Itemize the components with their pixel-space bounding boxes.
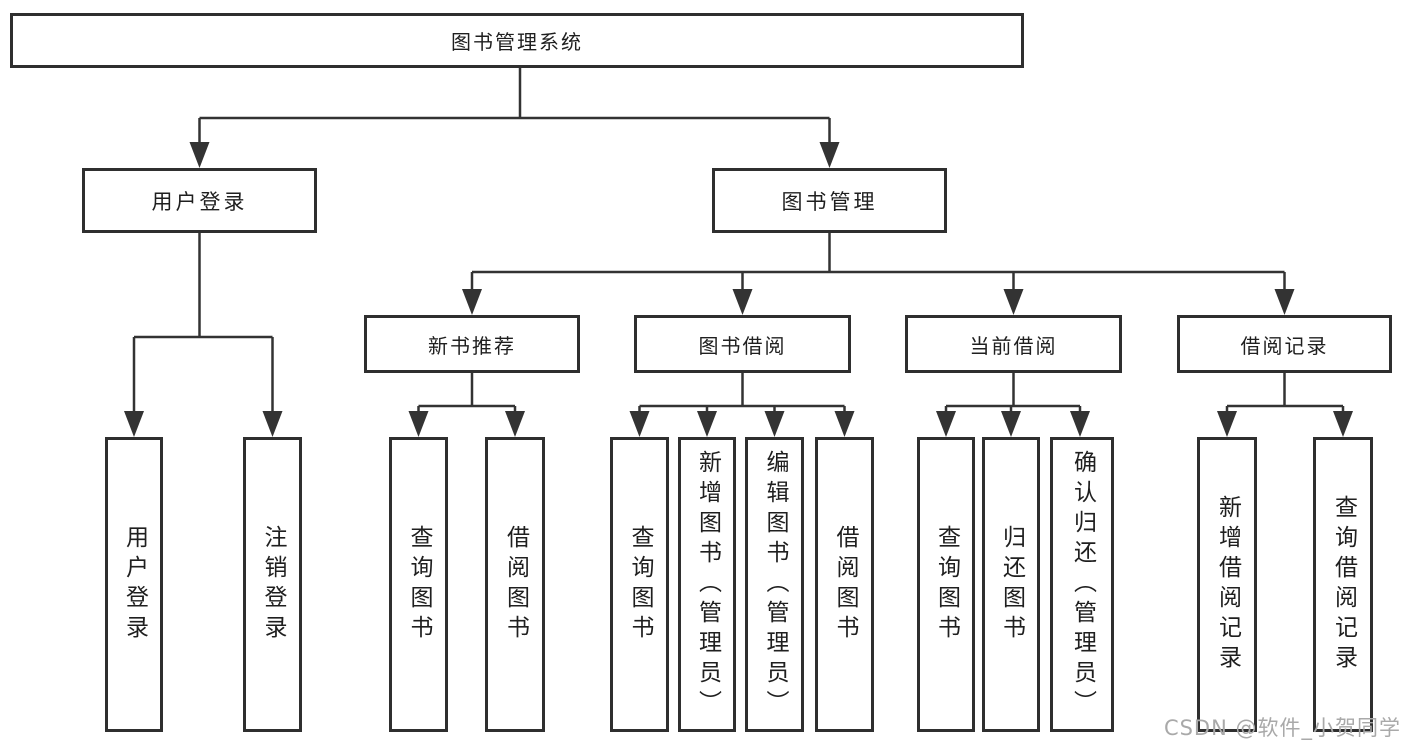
leaf-confirm-return-admin: 确认归还（管理员）: [1050, 437, 1114, 732]
node-library-management-system: 图书管理系统: [10, 13, 1024, 68]
arrow-down-icon: [462, 289, 482, 315]
arrow-down-icon: [1333, 411, 1353, 437]
leaf-logout: 注销登录: [243, 437, 302, 732]
leaf-query-books-recommend: 查询图书: [389, 437, 448, 732]
arrow-down-icon: [1070, 411, 1090, 437]
arrow-down-icon: [505, 411, 525, 437]
arrow-down-icon: [124, 411, 144, 437]
arrow-down-icon: [834, 411, 855, 437]
leaf-query-borrow-record: 查询借阅记录: [1313, 437, 1373, 732]
leaf-add-borrow-record: 新增借阅记录: [1197, 437, 1257, 732]
node-book-borrowing: 图书借阅: [634, 315, 851, 373]
arrow-down-icon: [697, 411, 717, 437]
arrow-down-icon: [819, 142, 840, 168]
arrow-down-icon: [189, 142, 210, 168]
edge-borrow-records-to-leaves: [1225, 373, 1345, 418]
edge-root-to-level2: [198, 67, 831, 148]
arrow-down-icon: [262, 411, 283, 437]
leaf-borrow-books-recommend: 借阅图书: [485, 437, 545, 732]
arrowheads: [124, 142, 1353, 437]
edge-book-management-to-sections: [470, 233, 1286, 296]
leaf-query-books-current: 查询图书: [917, 437, 975, 732]
leaf-user-login: 用户登录: [105, 437, 163, 732]
leaf-edit-books-admin: 编辑图书（管理员）: [745, 437, 804, 732]
arrow-down-icon: [732, 289, 753, 315]
arrow-down-icon: [1217, 411, 1237, 437]
arrow-down-icon: [936, 411, 956, 437]
edge-new-books-to-leaves: [417, 373, 517, 418]
leaf-query-books-borrow: 查询图书: [610, 437, 669, 732]
node-current-borrowing: 当前借阅: [905, 315, 1122, 373]
leaf-add-books-admin: 新增图书（管理员）: [678, 437, 736, 732]
arrow-down-icon: [1001, 411, 1021, 437]
edge-book-borrow-to-leaves: [638, 373, 846, 418]
node-book-management: 图书管理: [712, 168, 947, 233]
arrow-down-icon: [1003, 289, 1024, 315]
arrow-down-icon: [629, 411, 650, 437]
arrow-down-icon: [408, 411, 429, 437]
leaf-return-books: 归还图书: [982, 437, 1040, 732]
node-new-book-recommend: 新书推荐: [364, 315, 580, 373]
arrow-down-icon: [764, 411, 785, 437]
leaf-borrow-books: 借阅图书: [815, 437, 874, 732]
watermark-text: CSDN @软件_小贺同学: [1163, 716, 1401, 740]
node-borrowing-records: 借阅记录: [1177, 315, 1392, 373]
node-user-login: 用户登录: [82, 168, 317, 233]
edge-user-login-to-leaves: [132, 233, 274, 418]
arrow-down-icon: [1274, 289, 1295, 315]
